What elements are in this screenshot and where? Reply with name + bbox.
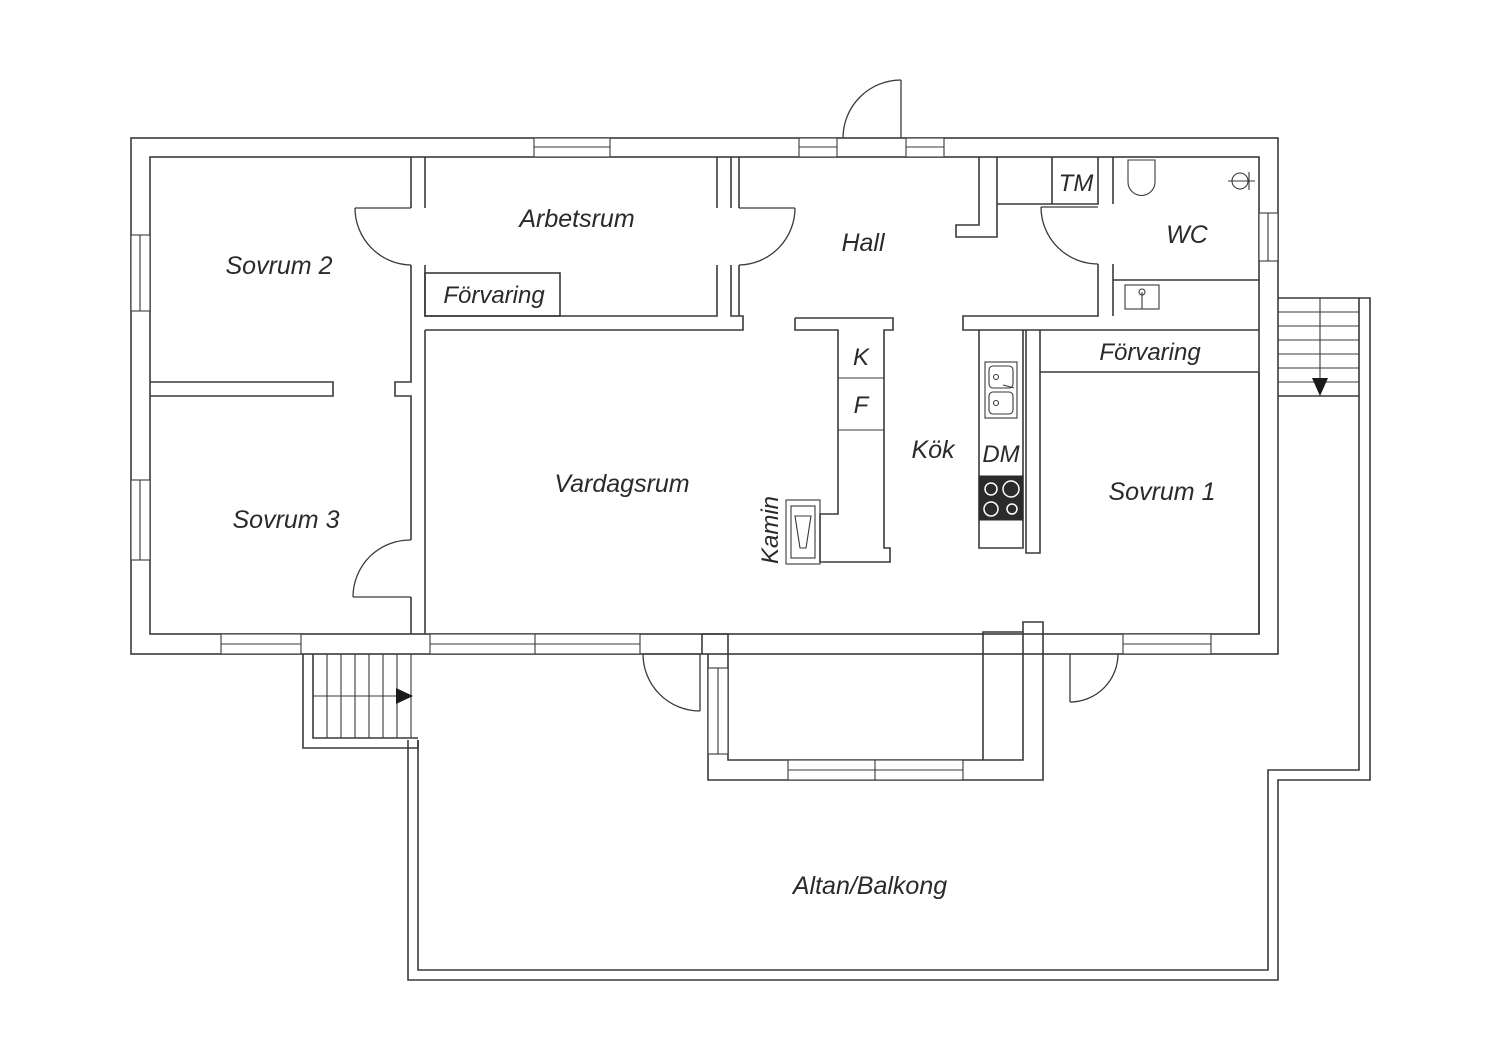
stairs-right	[1278, 297, 1360, 397]
doors	[352, 79, 1119, 712]
label-forvaring-right: Förvaring	[1099, 339, 1201, 366]
wc-fixtures	[1124, 159, 1255, 310]
label-sovrum-3: Sovrum 3	[233, 506, 340, 534]
label-kok: Kök	[911, 436, 956, 464]
windows	[130, 137, 1279, 781]
stove-hob-icon	[978, 475, 1024, 521]
label-hall: Hall	[841, 229, 886, 257]
kitchen-sink-icon	[984, 361, 1018, 419]
label-dm: DM	[982, 441, 1019, 468]
label-sovrum-1: Sovrum 1	[1109, 478, 1216, 506]
label-vardagsrum: Vardagsrum	[554, 470, 689, 498]
terrace-outline	[407, 297, 1371, 981]
label-kyl: K	[853, 344, 870, 371]
bay-window-walls	[701, 621, 1044, 781]
label-frys: F	[854, 392, 870, 419]
label-arbetsrum: Arbetsrum	[517, 205, 634, 233]
fireplace-icon	[785, 499, 821, 565]
stairs-left	[302, 653, 419, 749]
label-forvaring-left: Förvaring	[443, 282, 545, 309]
interior-walls	[150, 157, 1260, 634]
label-wc: WC	[1166, 221, 1209, 249]
label-tm: TM	[1059, 170, 1094, 197]
label-kamin: Kamin	[757, 496, 784, 564]
label-sovrum-2: Sovrum 2	[226, 252, 333, 280]
label-altan-balkong: Altan/Balkong	[791, 872, 947, 900]
room-labels: Sovrum 2 Arbetsrum Förvaring Hall TM WC …	[226, 170, 1216, 900]
